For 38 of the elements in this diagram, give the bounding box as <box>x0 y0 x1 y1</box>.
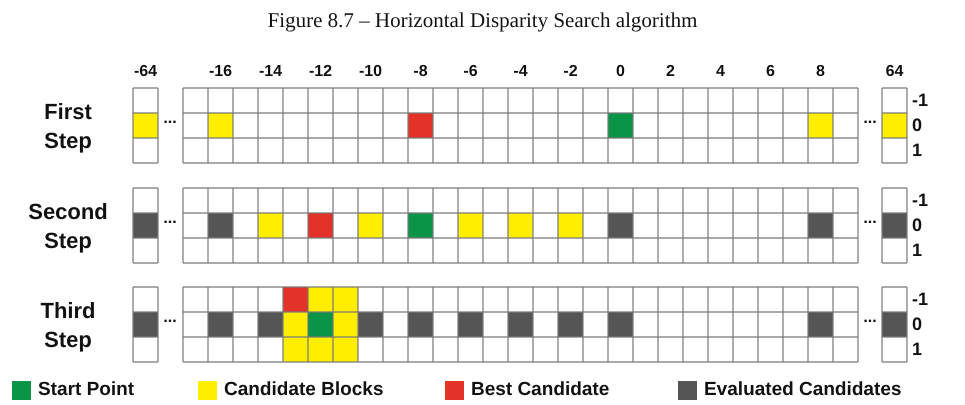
ellipsis: ... <box>162 210 178 228</box>
disparity-label: -14 <box>258 63 284 81</box>
vertical-offset-label: -1 <box>912 190 928 211</box>
ellipsis: ... <box>862 210 878 228</box>
disparity-label: -12 <box>308 63 334 81</box>
vertical-offset-label: -1 <box>912 90 928 111</box>
disparity-label: -2 <box>562 63 579 81</box>
legend-label: Candidate Blocks <box>224 379 384 401</box>
vertical-offset-label: 0 <box>912 215 922 236</box>
disparity-label: 6 <box>765 63 776 81</box>
ellipsis: ... <box>162 309 178 327</box>
figure-title: Figure 8.7 – Horizontal Disparity Search algorithm <box>266 8 698 33</box>
disparity-label: -10 <box>358 63 384 81</box>
step-label: Third Step <box>40 297 96 354</box>
disparity-label: -16 <box>208 63 234 81</box>
disparity-label: 8 <box>815 63 826 81</box>
vertical-offset-label: 1 <box>912 240 922 261</box>
legend-label: Best Candidate <box>471 379 610 401</box>
vertical-offset-label: 0 <box>912 115 922 136</box>
disparity-label: 64 <box>884 63 904 81</box>
ellipsis: ... <box>862 309 878 327</box>
legend-label: Start Point <box>38 379 134 401</box>
vertical-offset-label: 1 <box>912 339 922 360</box>
legend-label: Evaluated Candidates <box>704 379 902 401</box>
vertical-offset-label: 0 <box>912 314 922 335</box>
disparity-label: 4 <box>715 63 726 81</box>
disparity-label: -8 <box>412 63 429 81</box>
vertical-offset-label: -1 <box>912 289 928 310</box>
disparity-label: 0 <box>615 63 626 81</box>
step-label: Second Step <box>27 198 109 255</box>
step-label: First Step <box>43 98 93 155</box>
disparity-label: 2 <box>665 63 676 81</box>
ellipsis: ... <box>162 110 178 128</box>
vertical-offset-label: 1 <box>912 140 922 161</box>
ellipsis: ... <box>862 110 878 128</box>
disparity-label: -64 <box>132 63 158 81</box>
disparity-label: -4 <box>512 63 529 81</box>
disparity-label: -6 <box>462 63 479 81</box>
